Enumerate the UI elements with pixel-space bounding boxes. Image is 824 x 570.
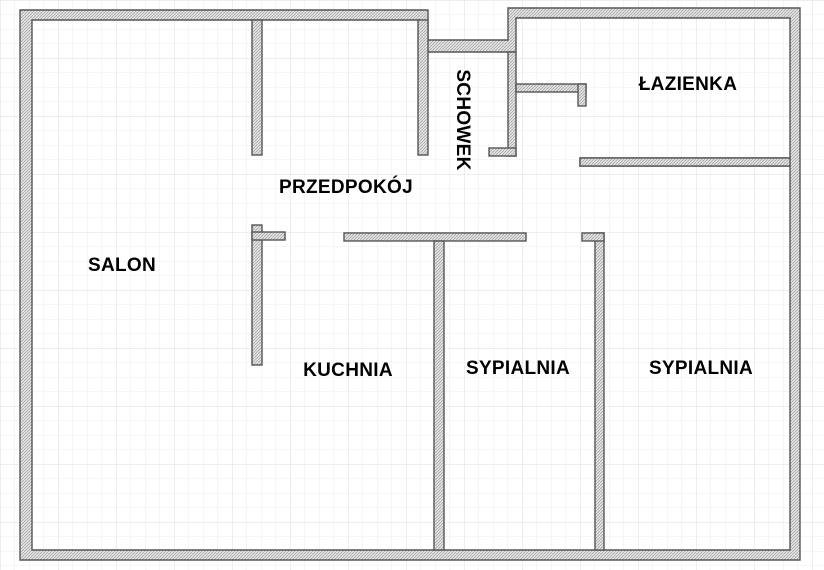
wall-lazienka-inner-stub — [577, 83, 587, 107]
label-lazienka: ŁAZIENKA — [639, 74, 737, 95]
wall-salon-lower — [251, 224, 263, 366]
wall-schowek-right-stub — [488, 147, 517, 157]
wall-schowek-right — [507, 51, 517, 157]
label-kuchnia: KUCHNIA — [303, 360, 393, 381]
label-sypialnia-2: SYPIALNIA — [649, 358, 753, 379]
label-sypialnia-1: SYPIALNIA — [466, 358, 570, 379]
wall-salon-lower-stub — [251, 231, 286, 241]
wall-salon-top — [251, 19, 263, 156]
wall-sypialnia-divider-stub — [581, 232, 605, 242]
label-schowek: SCHOWEK — [452, 69, 473, 170]
wall-lazienka-inner — [515, 83, 587, 93]
wall-lazienka-bottom — [579, 157, 791, 167]
label-przedpokoj: PRZEDPOKÓJ — [279, 176, 413, 198]
wall-kuchnia-sypialnia — [433, 240, 445, 551]
label-salon: SALON — [88, 255, 156, 276]
wall-schowek-left — [417, 19, 429, 156]
wall-sypialnia-divider — [594, 232, 605, 551]
wall-corridor-bottom — [343, 232, 527, 242]
